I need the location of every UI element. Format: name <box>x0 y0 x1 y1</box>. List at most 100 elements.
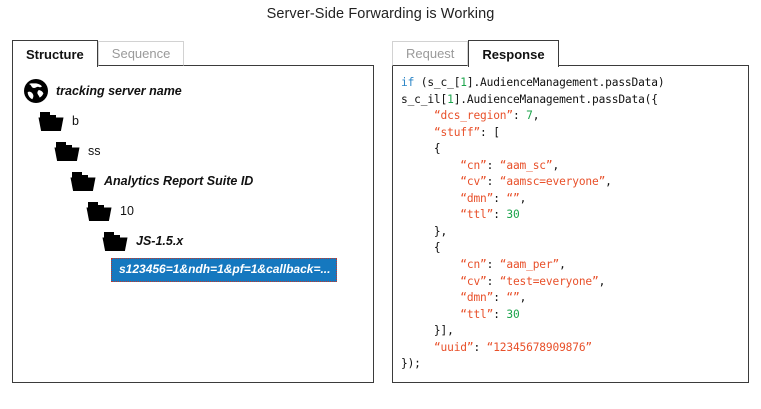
code-token: “dmn” <box>460 291 494 305</box>
code-token: “dcs_region” <box>433 109 513 123</box>
code-token: s_c_il[ <box>401 92 448 106</box>
code-token: : <box>486 274 500 288</box>
code-line: { <box>401 240 748 257</box>
code-token <box>401 275 460 288</box>
folder-icon <box>51 137 85 165</box>
code-token: , <box>559 258 566 272</box>
code-token: “aamsc=everyone” <box>499 175 606 189</box>
code-token: , <box>519 191 527 205</box>
response-panel: Request Response if (s_c_[1].AudienceMan… <box>392 40 749 383</box>
code-token: “cv” <box>460 175 487 189</box>
code-token: “cv” <box>460 274 487 288</box>
tab-structure[interactable]: Structure <box>12 40 98 68</box>
code-token: “uuid” <box>433 340 474 354</box>
code-token: : <box>473 340 487 354</box>
code-token: 1 <box>447 92 454 106</box>
tree-leaf-row[interactable]: s123456=1&ndh=1&pf=1&callback=... <box>13 258 373 282</box>
tree-row-label: 10 <box>120 204 134 218</box>
tree-row-label: tracking server name <box>56 84 182 98</box>
structure-panel: Structure Sequence tracking server name b… <box>12 40 374 383</box>
code-line: “cv”: “aamsc=everyone”, <box>401 174 748 191</box>
folder-icon <box>35 107 69 135</box>
tabbar-filler <box>184 41 374 66</box>
tree-row[interactable]: 10 <box>13 196 373 226</box>
code-token: : <box>512 109 527 123</box>
code-token: “ttl” <box>460 208 494 222</box>
response-code-view[interactable]: if (s_c_[1].AudienceManagement.passData)… <box>393 66 748 373</box>
code-token: 1 <box>460 76 467 89</box>
globe-icon <box>19 77 53 105</box>
tree-row-label: Analytics Report Suite ID <box>104 174 254 188</box>
tabbar-filler <box>558 41 749 66</box>
code-token: “ttl” <box>460 307 494 321</box>
code-token: “dmn” <box>460 191 494 205</box>
code-token: }, <box>401 224 448 238</box>
code-line: “uuid”: “12345678909876” <box>401 340 748 357</box>
folder-icon <box>83 197 117 225</box>
code-token: 30 <box>506 208 520 222</box>
code-line: }], <box>401 323 748 340</box>
tree-row[interactable]: JS-1.5.x <box>13 226 373 256</box>
code-token: : <box>493 208 507 222</box>
code-token <box>401 175 460 188</box>
response-tabbar: Request Response <box>392 40 749 68</box>
code-line: “dmn”: “”, <box>401 191 748 208</box>
code-line: “stuff”: [ <box>401 125 748 142</box>
tab-sequence[interactable]: Sequence <box>97 41 185 66</box>
code-line: “dcs_region”: 7, <box>401 108 748 125</box>
code-token: “” <box>506 291 520 305</box>
code-token: }], <box>401 324 454 338</box>
code-token <box>401 109 434 122</box>
tree-row[interactable]: tracking server name <box>13 76 373 106</box>
tree-row-label: b <box>72 114 79 128</box>
code-token: “stuff” <box>433 125 481 139</box>
code-token: “” <box>506 191 520 205</box>
code-token: “cn” <box>460 258 487 272</box>
folder-icon <box>99 227 133 255</box>
tree-row-label: JS-1.5.x <box>136 234 184 248</box>
response-panel-body: if (s_c_[1].AudienceManagement.passData)… <box>392 66 749 383</box>
code-token: : <box>493 307 507 321</box>
code-line: }, <box>401 224 748 241</box>
code-token <box>401 258 460 271</box>
code-token: , <box>598 274 606 288</box>
code-token: if <box>401 76 421 89</box>
selected-request-item[interactable]: s123456=1&ndh=1&pf=1&callback=... <box>111 258 338 282</box>
code-line: if (s_c_[1].AudienceManagement.passData) <box>401 75 748 92</box>
code-token <box>401 192 460 205</box>
tree-row[interactable]: Analytics Report Suite ID <box>13 166 373 196</box>
code-token <box>401 341 434 354</box>
tab-sequence-label: Sequence <box>111 46 171 61</box>
code-token <box>401 208 460 221</box>
code-line: { <box>401 141 748 158</box>
tab-response[interactable]: Response <box>468 40 559 68</box>
code-token: : [ <box>480 125 500 139</box>
page-title: Server-Side Forwarding is Working <box>266 6 495 22</box>
tab-request-label: Request <box>406 46 455 61</box>
code-token <box>401 159 460 172</box>
tree-row[interactable]: b <box>13 106 373 136</box>
code-token: 7 <box>526 109 533 123</box>
code-line: “dmn”: “”, <box>401 290 748 307</box>
folder-icon <box>67 167 101 195</box>
code-token: { <box>401 241 441 255</box>
code-line: “cn”: “aam_per”, <box>401 257 748 274</box>
code-token: ].AudienceManagement.passData({ <box>453 92 658 106</box>
code-token: : <box>493 291 507 305</box>
tab-response-label: Response <box>482 46 545 62</box>
code-token: { <box>401 142 441 156</box>
code-token: , <box>532 109 540 123</box>
tab-request[interactable]: Request <box>392 41 469 66</box>
code-token: 30 <box>506 307 520 321</box>
code-line: s_c_il[1].AudienceManagement.passData({ <box>401 92 748 109</box>
tree-row-label: ss <box>88 144 101 158</box>
code-line: “ttl”: 30 <box>401 307 748 324</box>
structure-tabbar: Structure Sequence <box>12 40 374 68</box>
code-line: “cv”: “test=everyone”, <box>401 274 748 291</box>
tab-structure-label: Structure <box>26 46 84 62</box>
code-token: : <box>486 175 500 189</box>
tree-row[interactable]: ss <box>13 136 373 166</box>
code-token: “aam_sc” <box>499 158 553 172</box>
